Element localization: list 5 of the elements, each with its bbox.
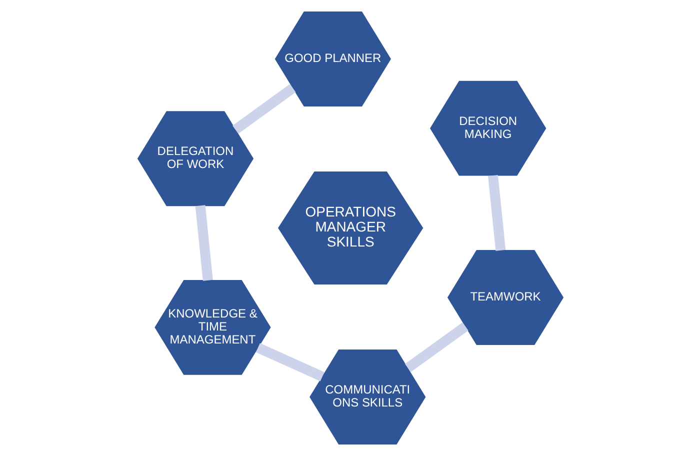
connector [404,322,468,372]
connector [255,343,324,382]
connector [194,205,212,281]
connector [487,174,506,251]
connector [232,84,296,134]
